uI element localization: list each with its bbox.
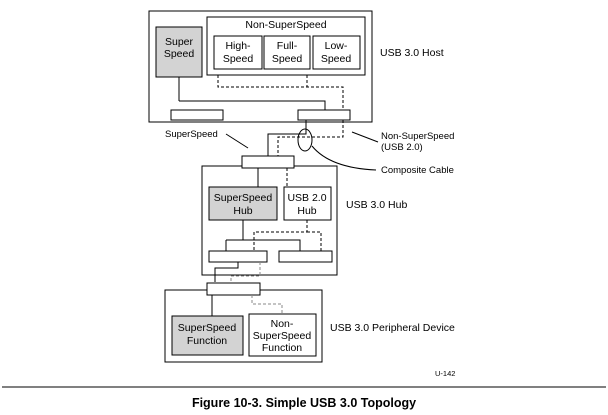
full-speed-box bbox=[263, 35, 311, 70]
figure-caption: Figure 10-3. Simple USB 3.0 Topology bbox=[192, 396, 416, 410]
full-speed-label-1: Full- bbox=[277, 40, 298, 52]
low-speed-label-2: Speed bbox=[321, 53, 352, 65]
non-superspeed-callout-leader bbox=[351, 131, 379, 143]
cable-usb2-line bbox=[277, 120, 344, 157]
high-speed-box bbox=[213, 35, 263, 70]
figure-id: U-142 bbox=[435, 369, 455, 378]
non-superspeed-function-label-3: Function bbox=[262, 342, 302, 354]
peripheral-upstream-port bbox=[206, 282, 261, 296]
cable2-usb2-line bbox=[230, 262, 261, 282]
superspeed-function-label-1: SuperSpeed bbox=[178, 322, 237, 334]
host-port-right bbox=[297, 109, 351, 121]
usb20-hub-label-2: Hub bbox=[297, 205, 316, 217]
host-port-left bbox=[170, 109, 224, 121]
non-superspeed-function-box bbox=[248, 313, 317, 357]
host-superspeed-label-2: Speed bbox=[164, 48, 195, 60]
composite-cable-label: Composite Cable bbox=[381, 165, 454, 176]
host-usb2-bus bbox=[217, 75, 344, 110]
hub-downstream-port-1 bbox=[208, 250, 268, 263]
non-superspeed-callout-label-2: (USB 2.0) bbox=[381, 142, 423, 153]
high-speed-label-1: High- bbox=[225, 40, 251, 52]
composite-cable-ring bbox=[297, 128, 313, 152]
composite-cable-leader bbox=[311, 145, 377, 171]
high-speed-label-2: Speed bbox=[223, 53, 254, 65]
host-ss-bus bbox=[179, 100, 326, 110]
cable-superspeed-line bbox=[267, 120, 307, 157]
low-speed-label-1: Low- bbox=[325, 40, 348, 52]
non-superspeed-function-label-1: Non- bbox=[271, 318, 294, 330]
full-speed-label-2: Speed bbox=[272, 53, 303, 65]
usb20-hub-label-1: USB 2.0 bbox=[287, 192, 326, 204]
host-label: USB 3.0 Host bbox=[380, 47, 444, 59]
cable2-superspeed-line bbox=[214, 262, 239, 282]
hub-usb2-down-bus bbox=[253, 220, 308, 252]
peripheral-label: USB 3.0 Peripheral Device bbox=[330, 322, 455, 334]
hub-ss-down-bus bbox=[226, 239, 301, 252]
superspeed-callout-label: SuperSpeed bbox=[165, 129, 218, 140]
non-superspeed-callout-label-1: Non-SuperSpeed bbox=[381, 131, 454, 142]
hub-usb2-down-right bbox=[307, 231, 322, 252]
host-superspeed-box bbox=[155, 26, 203, 78]
superspeed-hub-label-2: Hub bbox=[233, 205, 252, 217]
usb20-hub-box bbox=[283, 186, 332, 221]
non-superspeed-function-label-2: SuperSpeed bbox=[253, 330, 312, 342]
low-speed-box bbox=[312, 35, 361, 70]
host-superspeed-label-1: Super bbox=[165, 36, 194, 48]
hub-upstream-port bbox=[241, 155, 295, 169]
hub-downstream-port-2 bbox=[278, 250, 333, 263]
host-non-superspeed-title: Non-SuperSpeed bbox=[245, 19, 326, 31]
superspeed-function-label-2: Function bbox=[187, 335, 227, 347]
superspeed-callout-leader bbox=[225, 133, 249, 149]
superspeed-hub-label-1: SuperSpeed bbox=[214, 192, 273, 204]
superspeed-function-box bbox=[171, 315, 244, 356]
hub-label: USB 3.0 Hub bbox=[346, 199, 407, 211]
